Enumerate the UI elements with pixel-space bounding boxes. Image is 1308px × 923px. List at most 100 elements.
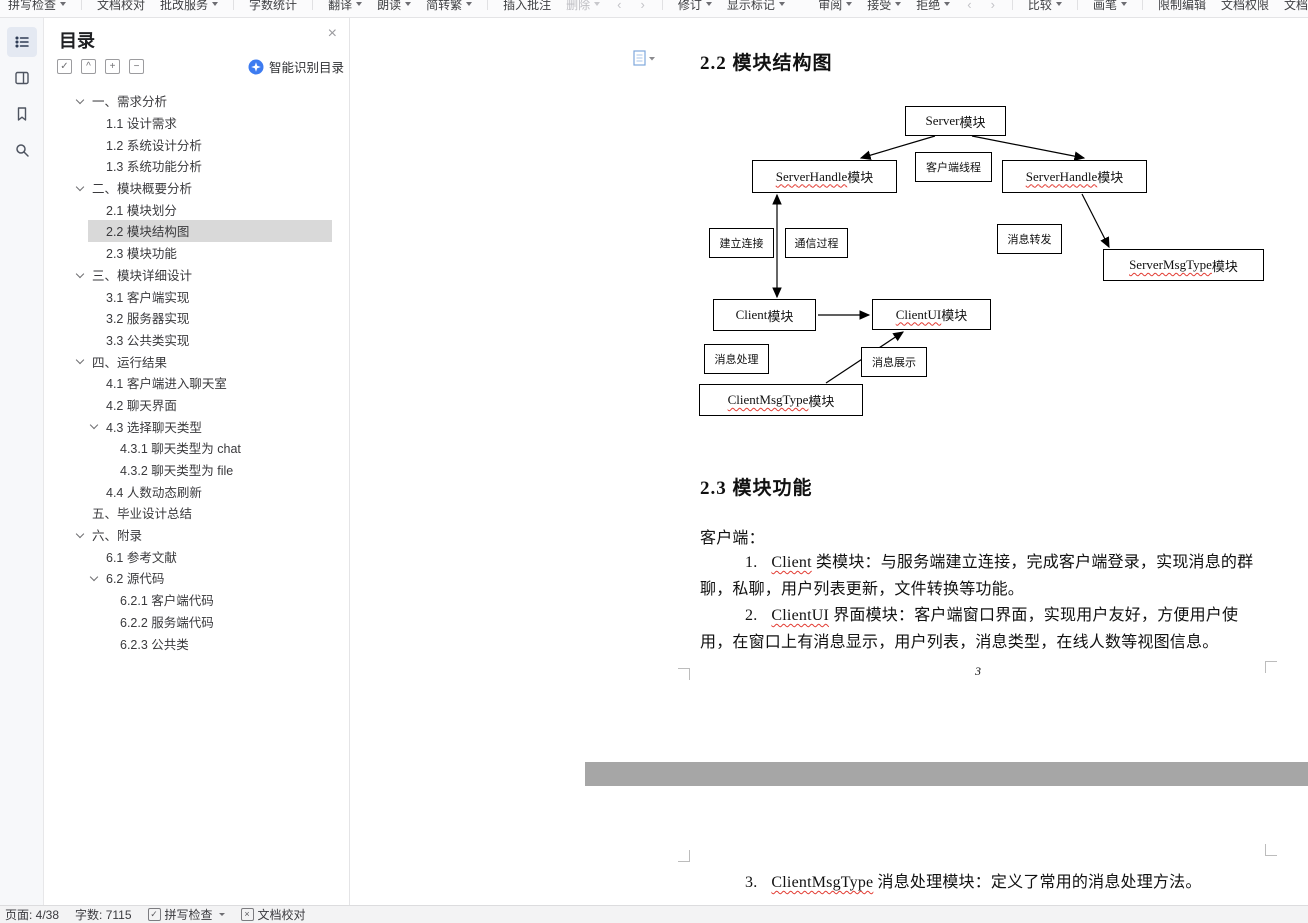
- toc-item[interactable]: 4.2 聊天界面: [106, 398, 177, 413]
- toc-tree: 一、需求分析 1.1 设计需求 1.2 系统设计分析 1.3 系统功能分析 二、…: [44, 90, 341, 905]
- toolbar-button-accept[interactable]: 接受: [867, 0, 902, 13]
- diagram-box-serverhandle-right: ServerHandle 模块: [1002, 160, 1147, 193]
- layout-nav-button[interactable]: [7, 63, 37, 93]
- toc-item[interactable]: 4.3.1 聊天类型为 chat: [120, 442, 241, 457]
- toolbar-button-track-changes[interactable]: 修订: [678, 0, 712, 13]
- prev-change-icon[interactable]: ‹: [967, 0, 972, 12]
- toc-item[interactable]: 3.2 服务器实现: [106, 312, 190, 327]
- toc-item[interactable]: 一、需求分析: [44, 90, 341, 112]
- toc-item[interactable]: 6.2.3 公共类: [120, 637, 189, 652]
- toc-item[interactable]: 4.3.2 聊天类型为 file: [120, 464, 234, 479]
- numbered-list: 1.Client 类模块：与服务端建立连接，完成客户端登录，实现消息的群聊，私聊…: [700, 550, 1256, 656]
- toolbar-button-spell-check[interactable]: 拼写检查: [8, 0, 67, 13]
- toolbar-button-insert-comment[interactable]: 插入批注: [503, 0, 552, 12]
- toolbar-button-compare[interactable]: 比较: [1028, 0, 1062, 13]
- status-word-count[interactable]: 字数: 7115: [75, 908, 132, 922]
- toc-item[interactable]: 二、模块概要分析: [44, 177, 341, 199]
- diagram-box-server: Server 模块: [905, 106, 1006, 136]
- diagram-box-clientmsgtype: ClientMsgType 模块: [699, 384, 863, 416]
- toolbar-button-translate[interactable]: 翻译: [328, 0, 363, 13]
- toc-item[interactable]: 六、附录: [44, 524, 341, 546]
- toc-item[interactable]: 1.3 系统功能分析: [106, 160, 202, 175]
- toolbar-button-restrict-editing[interactable]: 限制编辑: [1157, 0, 1206, 12]
- toc-item[interactable]: 四、运行结果: [44, 350, 341, 372]
- toolbar-button-doc-permission[interactable]: 文档权限: [1220, 0, 1269, 12]
- toc-item[interactable]: 6.1 参考文献: [106, 550, 177, 565]
- smart-recognize-toc-button[interactable]: 智能识别目录: [248, 57, 344, 76]
- status-doc-proof-toggle[interactable]: × 文档校对: [240, 906, 306, 923]
- list-item-3: 3.ClientMsgType 消息处理模块：定义了常用的消息处理方法。: [745, 874, 1202, 891]
- prev-comment-icon[interactable]: ‹: [617, 0, 622, 12]
- toc-collapse-all-icon[interactable]: −: [129, 59, 144, 74]
- chevron-down-icon[interactable]: [75, 182, 85, 191]
- toc-item[interactable]: 4.1 客户端进入聊天室: [106, 377, 227, 392]
- dropdown-caret-icon: [1120, 2, 1127, 6]
- toolbar-button-clipped[interactable]: 文档: [1283, 0, 1308, 12]
- toolbar-button-simplified-traditional[interactable]: 简转繁: [426, 0, 473, 13]
- toc-panel: 目录 × ✓ ^ + − 智能识别目录 一、需求分析 1.1 设计需求 1.2 …: [44, 18, 350, 905]
- module-structure-diagram: Server 模块 客户端线程 ServerHandle 模块 ServerHa…: [690, 95, 1290, 440]
- toolbar-button-reject[interactable]: 拒绝: [916, 0, 951, 13]
- doc-proof-icon: ×: [240, 908, 254, 921]
- toolbar-button-delete-comment[interactable]: 删除: [566, 0, 601, 13]
- text-boundary-mark: [1265, 844, 1277, 856]
- toc-item[interactable]: 6.2.2 服务端代码: [120, 615, 214, 630]
- next-change-icon[interactable]: ›: [990, 0, 995, 12]
- toc-item[interactable]: 三、模块详细设计: [44, 264, 341, 286]
- toolbar-separator: [487, 0, 489, 10]
- toc-item[interactable]: 3.1 客户端实现: [106, 290, 190, 305]
- outline-nav-button[interactable]: [6, 27, 37, 57]
- toc-item[interactable]: 3.3 公共类实现: [106, 333, 190, 348]
- bookmark-icon: [17, 107, 26, 121]
- toolbar-button-word-count[interactable]: 字数统计: [249, 0, 298, 12]
- chevron-down-icon[interactable]: [75, 529, 85, 538]
- chevron-down-icon[interactable]: [75, 356, 85, 365]
- diagram-box-message-forward: 消息转发: [997, 224, 1062, 254]
- toolbar-button-read-aloud[interactable]: 朗读: [377, 0, 412, 13]
- next-comment-icon[interactable]: ›: [640, 0, 645, 12]
- paragraph-client-intro: 客户端：: [700, 530, 765, 547]
- toc-item[interactable]: 2.1 模块划分: [106, 203, 177, 218]
- diagram-box-serverhandle-left: ServerHandle 模块: [752, 160, 897, 193]
- toc-item[interactable]: 6.2 源代码: [44, 567, 341, 589]
- close-icon[interactable]: ×: [327, 25, 337, 42]
- toc-item[interactable]: 6.2.1 客户端代码: [120, 594, 214, 609]
- toolbar-separator: [1011, 0, 1013, 10]
- toolbar-button-review[interactable]: 审阅: [818, 0, 853, 13]
- dropdown-caret-icon: [594, 2, 601, 6]
- toc-expand-all-icon[interactable]: +: [105, 59, 120, 74]
- dropdown-caret-icon: [778, 2, 785, 6]
- toolbar-separator: [233, 0, 235, 10]
- toolbar-button-correction-service[interactable]: 批改服务: [160, 0, 219, 13]
- chevron-down-icon[interactable]: [75, 269, 85, 278]
- status-spell-check-toggle[interactable]: ✓ 拼写检查: [147, 906, 225, 923]
- toolbar-button-show-markup[interactable]: 显示标记: [727, 0, 785, 13]
- toc-item[interactable]: 1.1 设计需求: [106, 117, 177, 132]
- toolbar-separator: [1076, 0, 1078, 10]
- document-workspace: 2.2 模块结构图 Server 模块 客户端线程 ServerHandle 模…: [351, 18, 1308, 905]
- toc-toolbar: ✓ ^ + −: [57, 59, 144, 74]
- dropdown-caret-icon: [944, 2, 951, 6]
- dropdown-caret-icon: [218, 913, 225, 916]
- toc-item[interactable]: 4.4 人数动态刷新: [106, 485, 202, 500]
- toc-collapse-icon[interactable]: ^: [81, 59, 96, 74]
- toc-item[interactable]: 五、毕业设计总结: [92, 507, 193, 522]
- toc-item[interactable]: 2.3 模块功能: [106, 247, 177, 262]
- chevron-down-icon[interactable]: [89, 572, 99, 582]
- toc-item[interactable]: 1.2 系统设计分析: [106, 138, 202, 153]
- toc-panel-title: 目录: [59, 31, 95, 51]
- chevron-down-icon[interactable]: [75, 95, 85, 105]
- toc-select-icon[interactable]: ✓: [57, 59, 72, 74]
- toolbar-button-pen[interactable]: 画笔: [1093, 0, 1127, 13]
- search-nav-button[interactable]: [7, 135, 37, 165]
- dropdown-caret-icon: [356, 2, 363, 6]
- bookmark-nav-button[interactable]: [7, 99, 37, 129]
- numbered-list: 3.ClientMsgType 消息处理模块：定义了常用的消息处理方法。: [700, 870, 1256, 897]
- toc-item[interactable]: 4.3 选择聊天类型: [44, 415, 341, 437]
- comment-indicator-icon[interactable]: [633, 50, 657, 72]
- chevron-down-icon[interactable]: [89, 421, 99, 430]
- diagram-box-establish-connection: 建立连接: [709, 228, 774, 258]
- toc-item-selected[interactable]: 2.2 模块结构图: [44, 220, 341, 242]
- toolbar-button-doc-proof[interactable]: 文档校对: [97, 0, 146, 12]
- text-boundary-mark: [1265, 661, 1277, 673]
